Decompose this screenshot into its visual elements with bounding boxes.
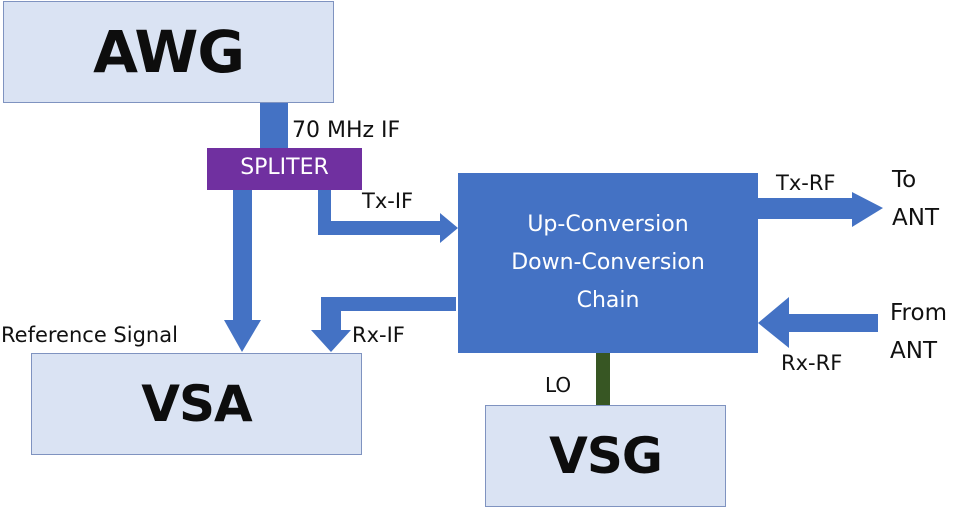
tx-rf-arrow [758,192,883,227]
to-ant-line-1: To [892,167,917,193]
awg-block: AWG [3,1,334,103]
from-ant-label: From ANT [890,294,947,370]
vsa-block: VSA [31,353,362,455]
splitter-label: SPLITER [240,155,329,180]
reference-label: Reference Signal [1,323,178,347]
tx-if-arrow [318,190,458,243]
rx-rf-label: Rx-RF [781,351,843,375]
from-ant-line-1: From [890,300,947,326]
splitter-block [207,148,362,190]
vsg-block: VSG [485,405,726,507]
lo-line [596,352,610,406]
chain-line-2: Down-Conversion [511,250,705,275]
rx-if-arrow [311,297,456,352]
lo-label: LO [545,373,572,397]
rx-rf-arrow [758,297,878,348]
chain-block [458,173,758,353]
from-ant-line-2: ANT [890,338,937,364]
if70-label: 70 MHz IF [292,118,401,143]
to-ant-label: To ANT [892,161,939,237]
chain-line-1: Up-Conversion [527,212,689,237]
vsa-label: VSA [141,375,252,433]
awg-output-line [260,102,288,148]
reference-line [233,190,252,320]
tx-if-label: Tx-IF [362,189,414,213]
tx-rf-label: Tx-RF [776,171,836,195]
reference-arrowhead [224,320,261,352]
vsg-label: VSG [549,427,663,485]
rx-if-label: Rx-IF [352,323,405,347]
chain-line-3: Chain [576,288,640,313]
to-ant-line-2: ANT [892,205,939,231]
chain-label: Up-Conversion Down-Conversion Chain [458,206,758,320]
awg-label: AWG [93,18,245,86]
